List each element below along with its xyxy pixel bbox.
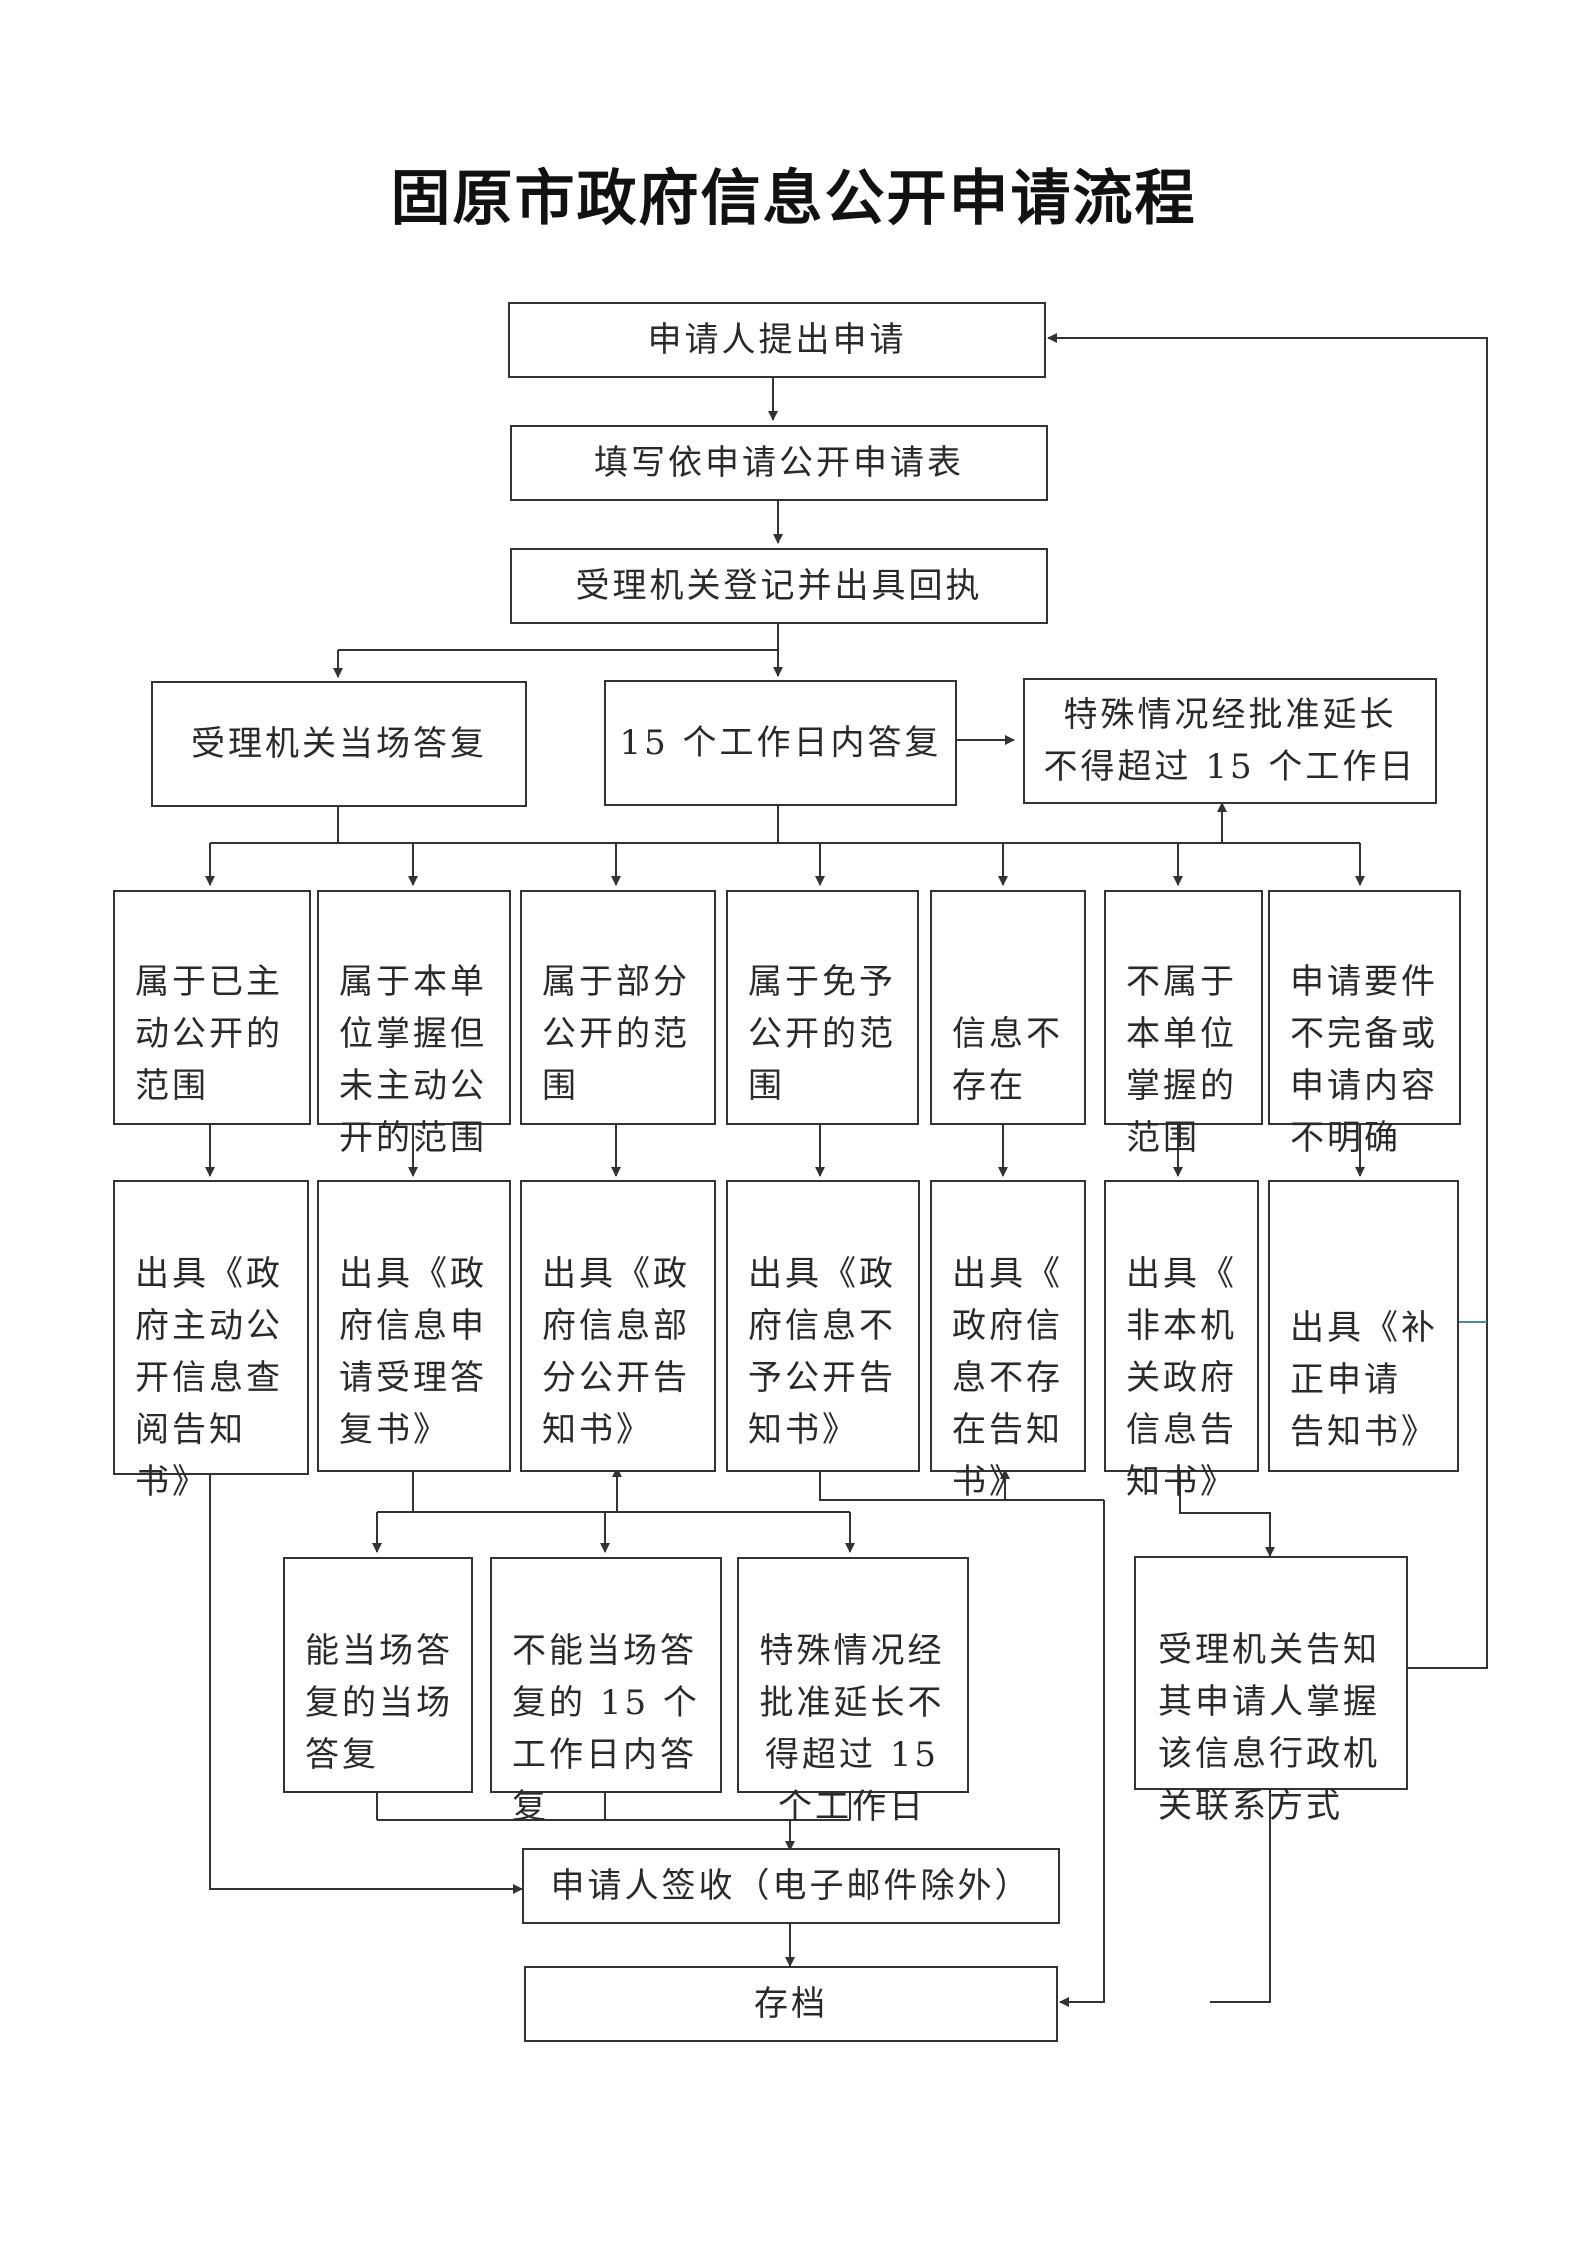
notice-box-7: 出具《补 正申请 告知书》	[1268, 1180, 1459, 1472]
arrow-inform-to-archive	[1210, 1790, 1271, 2003]
category-box-4: 属于免予 公开的范 围	[726, 890, 919, 1125]
category-label-2: 属于本单 位掌握但 未主动公 开的范围	[339, 962, 487, 1158]
category-label-4: 属于免予 公开的范 围	[748, 962, 896, 1106]
notice-label-5: 出具《 政府信 息不存 在告知 书》	[952, 1254, 1063, 1502]
sub-response-on-site: 能当场答 复的当场 答复	[283, 1557, 473, 1793]
category-box-2: 属于本单 位掌握但 未主动公 开的范围	[317, 890, 511, 1158]
inform-contact-box: 受理机关告知 其申请人掌握 该信息行政机 关联系方式	[1134, 1556, 1408, 1826]
category-box-6: 不属于 本单位 掌握的 范围	[1104, 890, 1263, 1158]
notice-box-3: 出具《政 府信息部 分公开告 知书》	[520, 1180, 716, 1472]
notice-label-7: 出具《补 正申请 告知书》	[1290, 1308, 1438, 1452]
response-on-site: 受理机关当场答复	[151, 681, 527, 807]
category-box-5: 信息不 存在	[930, 890, 1086, 1125]
response-extension-label: 特殊情况经批准延长 不得超过 15 个工作日	[1043, 695, 1417, 787]
response-extension: 特殊情况经批准延长 不得超过 15 个工作日	[1023, 678, 1437, 804]
response-within-15-label: 15 个工作日内答复	[619, 723, 942, 763]
step-apply: 申请人提出申请	[508, 302, 1046, 378]
step-apply-label: 申请人提出申请	[647, 320, 907, 360]
response-within-15: 15 个工作日内答复	[604, 680, 957, 806]
connector-register-split	[338, 624, 779, 651]
arrow-notice6-to-inform	[1179, 1470, 1275, 1557]
page-title: 固原市政府信息公开申请流程	[390, 164, 1197, 234]
category-label-3: 属于部分 公开的范 围	[542, 962, 690, 1106]
arrow-notice1-to-sign	[209, 1472, 523, 1894]
category-label-5: 信息不 存在	[952, 1014, 1063, 1106]
category-label-1: 属于已主 动公开的 范围	[135, 962, 283, 1106]
arrow-inform-feedback-to-apply	[1047, 333, 1488, 1669]
notice-label-3: 出具《政 府信息部 分公开告 知书》	[542, 1254, 690, 1450]
notice-box-2: 出具《政 府信息申 请受理答 复书》	[317, 1180, 511, 1472]
notice-label-2: 出具《政 府信息申 请受理答 复书》	[339, 1254, 487, 1450]
connector-sub-bottom	[376, 1790, 851, 1821]
sub-response-on-site-label: 能当场答 复的当场 答复	[305, 1631, 453, 1775]
sub-response-extension-label: 特殊情况经 批准延长不 得超过 15 个工作日	[759, 1631, 945, 1827]
notice-label-1: 出具《政 府主动公 开信息查 阅告知 书》	[135, 1254, 283, 1502]
sub-response-within-15: 不能当场答 复的 15 个 工作日内答 复	[490, 1557, 722, 1827]
category-label-6: 不属于 本单位 掌握的 范围	[1126, 962, 1237, 1158]
inform-contact-label: 受理机关告知 其申请人掌握 该信息行政机 关联系方式	[1158, 1630, 1380, 1826]
step-fill-form: 填写依申请公开申请表	[510, 425, 1048, 501]
notice-label-4: 出具《政 府信息不 予公开告 知书》	[748, 1254, 896, 1450]
response-on-site-label: 受理机关当场答复	[191, 724, 487, 764]
step-fill-form-label: 填写依申请公开申请表	[594, 443, 964, 483]
step-register: 受理机关登记并出具回执	[510, 548, 1048, 624]
sign-box: 申请人签收（电子邮件除外）	[522, 1848, 1060, 1924]
notice-box-1: 出具《政 府主动公 开信息查 阅告知 书》	[113, 1180, 309, 1502]
category-box-1: 属于已主 动公开的 范围	[113, 890, 311, 1125]
category-box-7: 申请要件 不完备或 申请内容 不明确	[1268, 890, 1461, 1158]
step-register-label: 受理机关登记并出具回执	[575, 566, 983, 606]
connector-notice4-route	[819, 1470, 1104, 1501]
sub-response-within-15-label: 不能当场答 复的 15 个 工作日内答 复	[512, 1631, 700, 1827]
notice-box-5: 出具《 政府信 息不存 在告知 书》	[930, 1180, 1086, 1502]
arrow-notice4-to-archive	[1059, 1500, 1105, 2007]
sign-label: 申请人签收（电子邮件除外）	[550, 1866, 1032, 1906]
notice-box-4: 出具《政 府信息不 予公开告 知书》	[726, 1180, 920, 1472]
category-box-3: 属于部分 公开的范 围	[520, 890, 716, 1125]
category-label-7: 申请要件 不完备或 申请内容 不明确	[1290, 962, 1438, 1158]
archive-label: 存档	[754, 1984, 828, 2024]
notice-box-6: 出具《 非本机 关政府 信息告 知书》	[1104, 1180, 1259, 1502]
notice-label-6: 出具《 非本机 关政府 信息告 知书》	[1126, 1254, 1237, 1502]
sub-response-extension: 特殊情况经 批准延长不 得超过 15 个工作日	[737, 1557, 969, 1827]
archive-box: 存档	[524, 1966, 1058, 2042]
